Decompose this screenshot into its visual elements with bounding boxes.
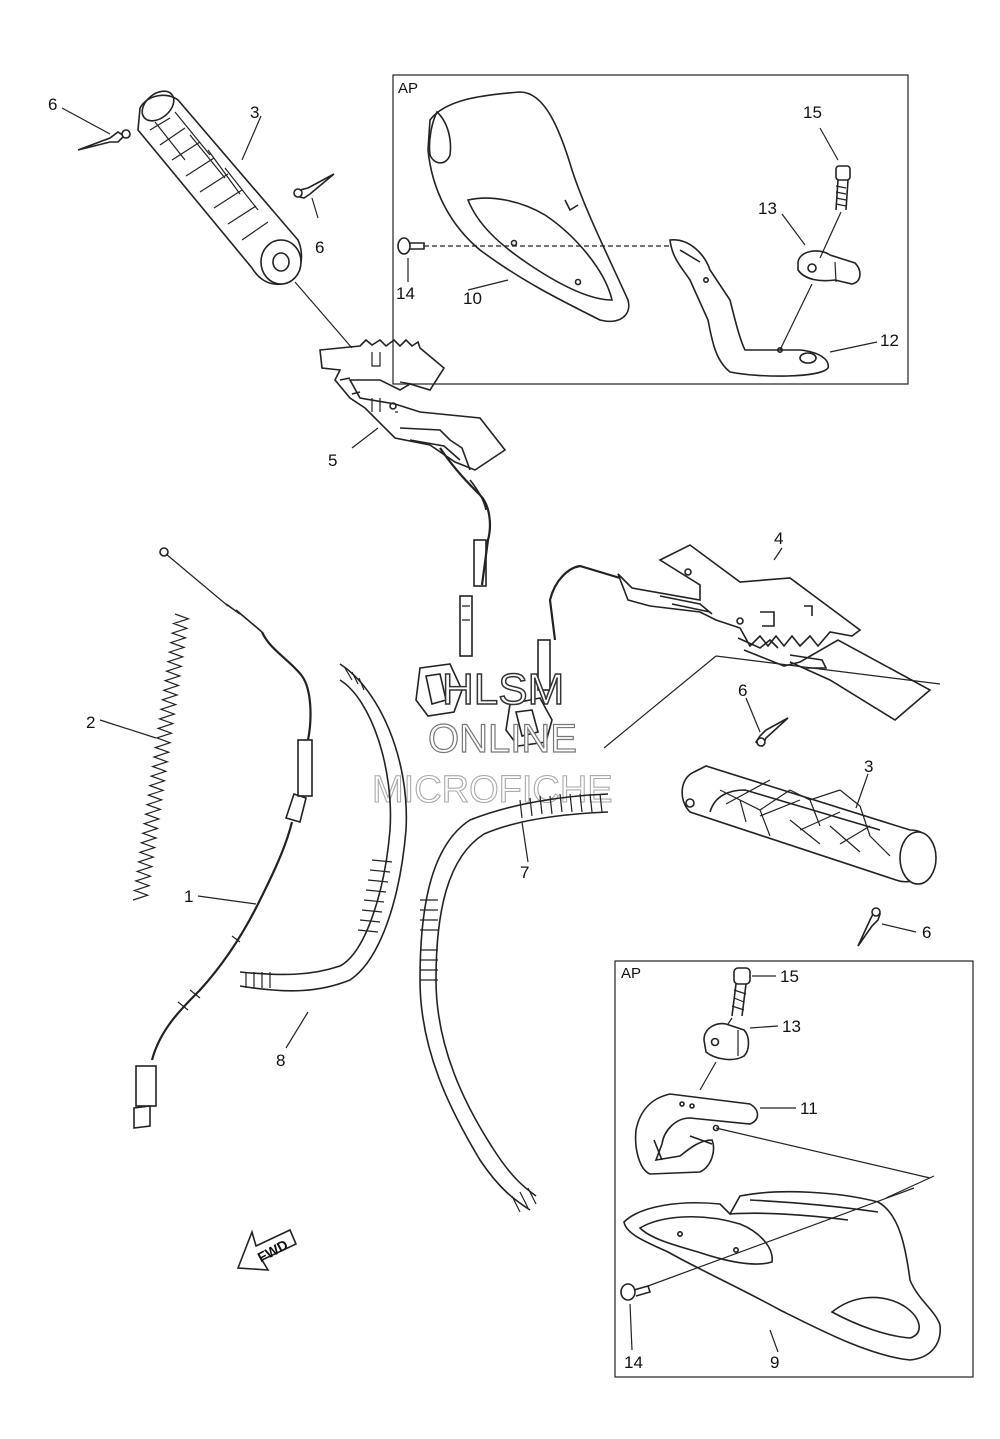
ap-label-top: AP [398,80,418,97]
callout-3-top: 3 [250,103,259,122]
callout-4: 4 [774,529,783,548]
callout-15-top: 15 [803,103,822,122]
fwd-label: FWD [255,1236,291,1265]
callout-3-right: 3 [864,757,873,776]
callout-6-a: 6 [48,95,57,114]
screw-14-bottom [620,1283,652,1301]
vent-hose-7 [419,793,609,1213]
connector-left [415,595,473,717]
callout-7: 7 [520,863,529,882]
watermark-line3: MICROFICHE [372,769,613,811]
callout-14-bottom: 14 [624,1353,643,1372]
callout-6-c: 6 [738,681,747,700]
callout-1: 1 [184,887,193,906]
callout-11: 11 [800,1099,818,1118]
screw-6-left-a [77,129,131,151]
bolt-15-top [835,165,851,211]
callout-10: 10 [463,289,482,308]
guard-bracket-top [669,239,829,377]
grip-heater-left [294,281,507,587]
callout-8: 8 [276,1051,285,1070]
callout-6-d: 6 [922,923,931,942]
grip-heater-right [603,544,941,749]
callout-14-top: 14 [396,284,415,303]
throttle-cable [133,547,313,1129]
callout-2: 2 [86,713,95,732]
callout-9: 9 [770,1353,779,1372]
callout-12: 12 [880,331,899,350]
vent-hose-8 [239,663,408,1049]
callout-15-bottom: 15 [780,967,799,986]
watermark: HLSM ONLINE MICROFICHE [371,664,613,811]
grip-left [137,90,303,286]
bolt-15-bottom [731,967,751,1017]
hand-guard-right [623,1190,941,1361]
ap-inset-top: AP [392,74,909,385]
hand-guard-left [427,91,630,322]
callout-13-bottom: 13 [782,1017,801,1036]
connector-right [505,564,621,747]
screw-14-top [397,237,425,255]
spring [99,613,191,901]
callout-6-b: 6 [315,238,324,257]
ap-inset-bottom: AP 15 13 11 [614,960,974,1378]
fwd-arrow-icon: FWD [236,1228,298,1271]
screw-6-left-b [293,173,335,199]
callout-5: 5 [328,451,337,470]
guard-bracket-bottom [634,1093,759,1175]
clamp-13-top [797,250,861,285]
callout-13-top: 13 [758,199,777,218]
clamp-13-bottom [703,1022,750,1061]
watermark-line1: HLSM [442,665,564,714]
watermark-line2: ONLINE [428,717,577,761]
screw-6-right-b [857,907,882,947]
ap-label-bottom: AP [621,965,641,982]
screw-6-right-a [754,717,789,748]
grip-right [681,765,937,885]
